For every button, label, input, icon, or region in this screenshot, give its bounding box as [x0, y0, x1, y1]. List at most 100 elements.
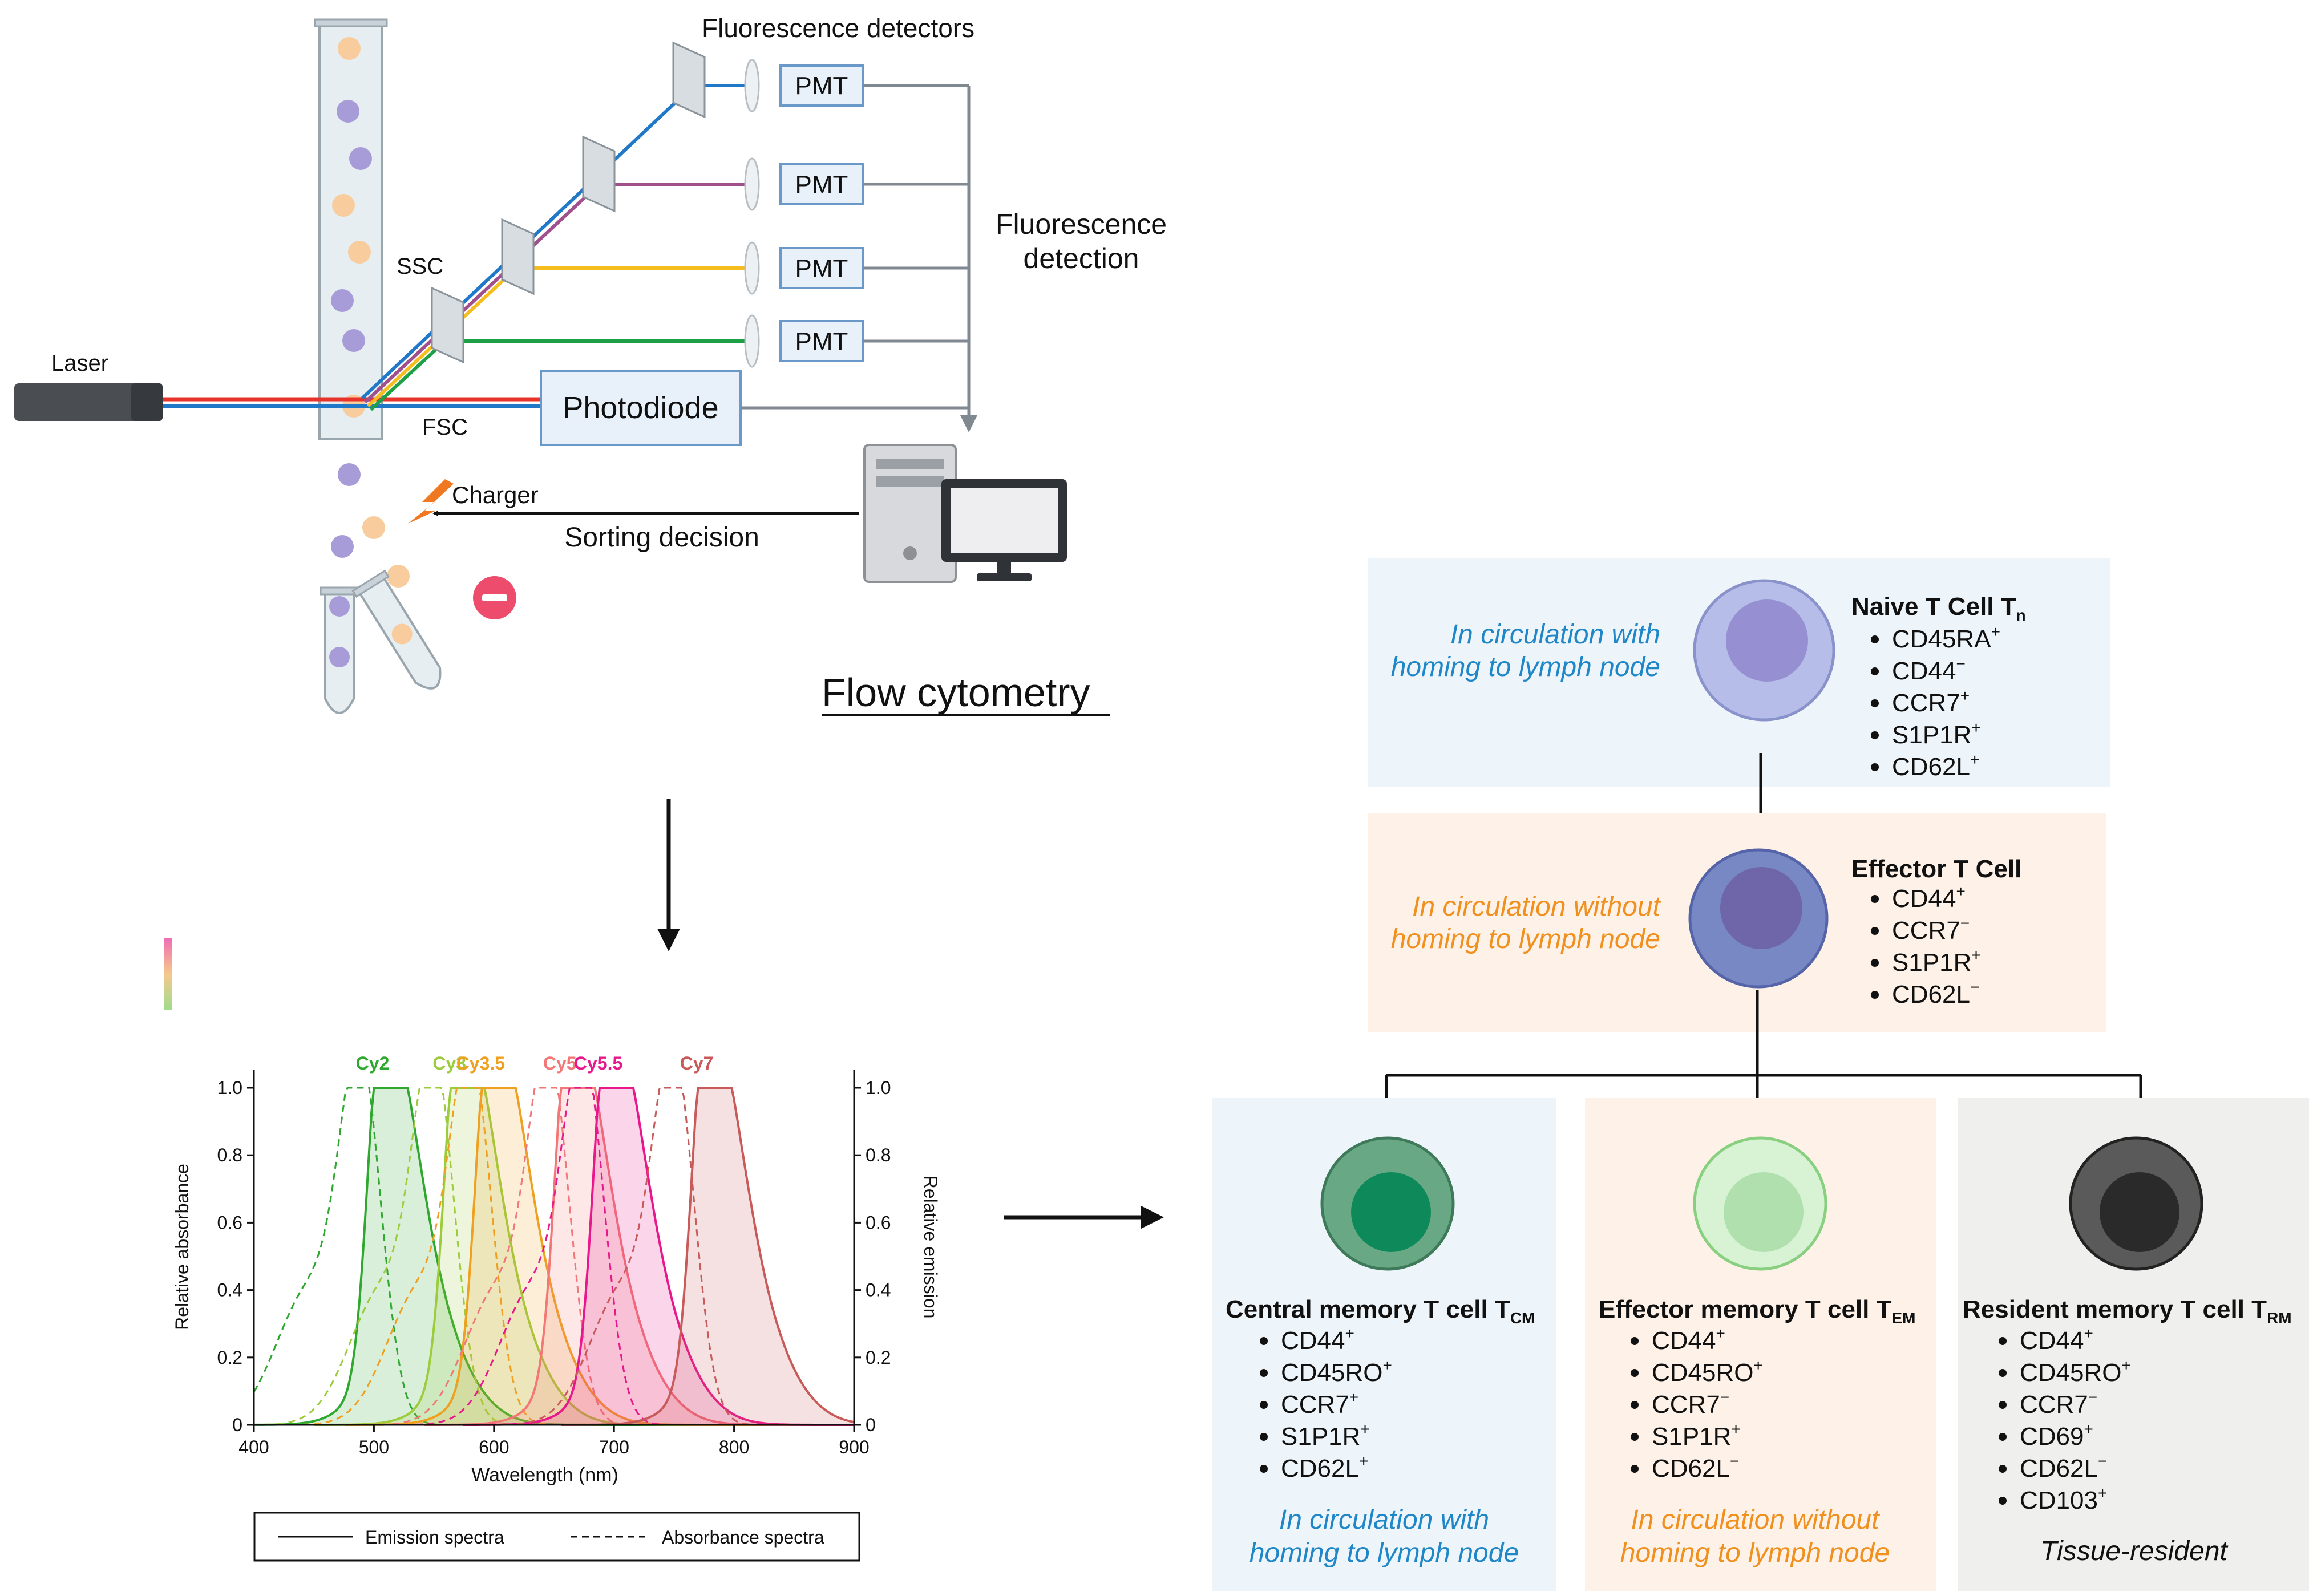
naive-desc-line1: In circulation with — [1450, 619, 1660, 650]
effector-bullet — [1871, 927, 1879, 935]
y-tick-label-right: 0 — [866, 1415, 876, 1435]
chart-ylabel-left: Relative absorbance — [172, 1164, 192, 1330]
collection-tube-left — [320, 586, 359, 714]
absorbance-curve-Cy2 — [253, 1087, 492, 1426]
emission-fill-Cy7 — [561, 1088, 854, 1425]
dichroic-mirrors — [431, 41, 706, 364]
effmem-marker: CCR7− — [1652, 1388, 1729, 1419]
t-cell-differentiation: In circulation with homing to lymph node… — [1212, 558, 2309, 1591]
legend-absorbance: Absorbance spectra — [662, 1527, 824, 1548]
y-tick-label-left: 0.2 — [217, 1347, 242, 1368]
resident-marker: CD69+ — [2020, 1420, 2093, 1451]
y-tick-label-left: 0.8 — [217, 1145, 242, 1165]
charger-bolt-icon — [408, 479, 454, 524]
resident-bullet — [1999, 1497, 2007, 1505]
effector-bullet — [1871, 991, 1879, 999]
pmt-label-3: PMT — [795, 254, 848, 282]
fluorescence-detection-line2: detection — [1024, 242, 1139, 274]
effector-marker: CD44+ — [1892, 882, 1966, 913]
resident-marker: CD103+ — [2020, 1484, 2107, 1514]
emission-fill-Cy2 — [254, 1088, 681, 1425]
x-tick-label: 500 — [359, 1437, 389, 1457]
central-marker: CCR7+ — [1281, 1388, 1358, 1419]
x-tick-label: 700 — [599, 1437, 629, 1457]
emission-fill-Cy5.5 — [463, 1088, 854, 1425]
flow-cytometry-title: Flow cytometry — [822, 670, 1090, 715]
y-tick-label-left: 0.6 — [217, 1212, 242, 1233]
effmem-bullet — [1631, 1465, 1639, 1473]
central-bullet — [1260, 1465, 1268, 1473]
effmem-desc-line2: homing to lymph node — [1620, 1538, 1890, 1568]
effector-marker: CD62L− — [1892, 978, 1979, 1008]
effmem-bullet — [1631, 1369, 1639, 1377]
y-tick-label-left: 1.0 — [217, 1077, 242, 1098]
effector-bullet — [1871, 895, 1879, 903]
series-label-Cy7: Cy7 — [680, 1053, 714, 1074]
naive-bullet — [1871, 699, 1879, 707]
resident-bullet — [1999, 1465, 2007, 1473]
collection-tube-right — [351, 569, 442, 690]
y-tick-label-right: 0.2 — [866, 1347, 891, 1368]
naive-bullet — [1871, 635, 1879, 643]
y-tick-label-right: 0.6 — [866, 1212, 891, 1233]
fluorescence-detectors-title: Fluorescence detectors — [702, 13, 974, 43]
pmt-label-4: PMT — [795, 327, 848, 355]
naive-marker: CD45RA+ — [1892, 623, 2000, 653]
central-marker: CD44+ — [1281, 1324, 1354, 1355]
x-tick-label: 400 — [238, 1437, 269, 1457]
sorting-decision-label: Sorting decision — [564, 522, 759, 553]
resident-bullet — [1999, 1401, 2007, 1409]
y-tick-label-left: 0.4 — [217, 1280, 242, 1301]
naive-bullet — [1871, 731, 1879, 739]
effmem-marker: CD45RO+ — [1652, 1356, 1763, 1387]
naive-marker: S1P1R+ — [1892, 719, 1981, 749]
charger-label: Charger — [452, 481, 539, 508]
effector-bullet — [1871, 959, 1879, 967]
central-bullet — [1260, 1369, 1268, 1377]
resident-marker: CCR7− — [2020, 1388, 2097, 1419]
series-label-Cy5: Cy5 — [543, 1053, 577, 1074]
effector-marker: S1P1R+ — [1892, 946, 1981, 977]
chart-ylabel-right: Relative emission — [920, 1176, 941, 1319]
resident-memory-title: Resident memory T cell TRM — [1963, 1295, 2292, 1327]
series-label-Cy5.5: Cy5.5 — [574, 1053, 622, 1074]
central-marker: CD62L+ — [1281, 1452, 1368, 1482]
flow-cytometry-diagram: Laser FSC SSC — [14, 13, 1167, 716]
series-label-Cy3: Cy3 — [432, 1053, 466, 1074]
naive-marker: CD44− — [1892, 655, 1966, 685]
series-label-Cy3.5: Cy3.5 — [456, 1053, 505, 1074]
naive-marker: CD62L+ — [1892, 751, 1979, 781]
central-bullet — [1260, 1401, 1268, 1409]
naive-title: Naive T Cell Tn — [1851, 593, 2026, 624]
resident-bullet — [1999, 1369, 2007, 1377]
central-bullet — [1260, 1337, 1268, 1345]
effmem-desc-line1: In circulation without — [1631, 1505, 1881, 1535]
resident-marker: CD62L− — [2020, 1452, 2107, 1482]
effector-title: Effector T Cell — [1851, 855, 2021, 883]
ssc-label: SSC — [397, 254, 443, 279]
color-gradient-bar — [164, 938, 172, 1010]
effmem-bullet — [1631, 1337, 1639, 1345]
chart-legend-box — [253, 1512, 860, 1562]
effmem-marker: CD62L− — [1652, 1452, 1739, 1482]
effector-desc-line2: homing to lymph node — [1391, 924, 1660, 954]
y-tick-label-right: 0.8 — [866, 1145, 891, 1165]
effector-memory-title: Effector memory T cell TEM — [1599, 1295, 1915, 1327]
effmem-marker: S1P1R+ — [1652, 1420, 1741, 1451]
detection-wires — [741, 84, 971, 419]
photodiode-box — [540, 370, 742, 446]
resident-desc-line1: Tissue-resident — [2040, 1536, 2228, 1566]
resident-marker: CD45RO+ — [2020, 1356, 2131, 1387]
central-desc-line2: homing to lymph node — [1249, 1538, 1519, 1568]
pmt-detectors: PMT PMT PMT PMT — [779, 64, 864, 362]
chart-xlabel: Wavelength (nm) — [471, 1464, 618, 1486]
resident-marker: CD44+ — [2020, 1324, 2093, 1355]
effmem-bullet — [1631, 1401, 1639, 1409]
effector-marker: CCR7− — [1892, 914, 1970, 945]
series-label-Cy2: Cy2 — [356, 1053, 390, 1074]
central-marker: CD45RO+ — [1281, 1356, 1392, 1387]
y-tick-label-right: 0.4 — [866, 1280, 891, 1301]
y-tick-label-left: 0 — [232, 1415, 242, 1435]
